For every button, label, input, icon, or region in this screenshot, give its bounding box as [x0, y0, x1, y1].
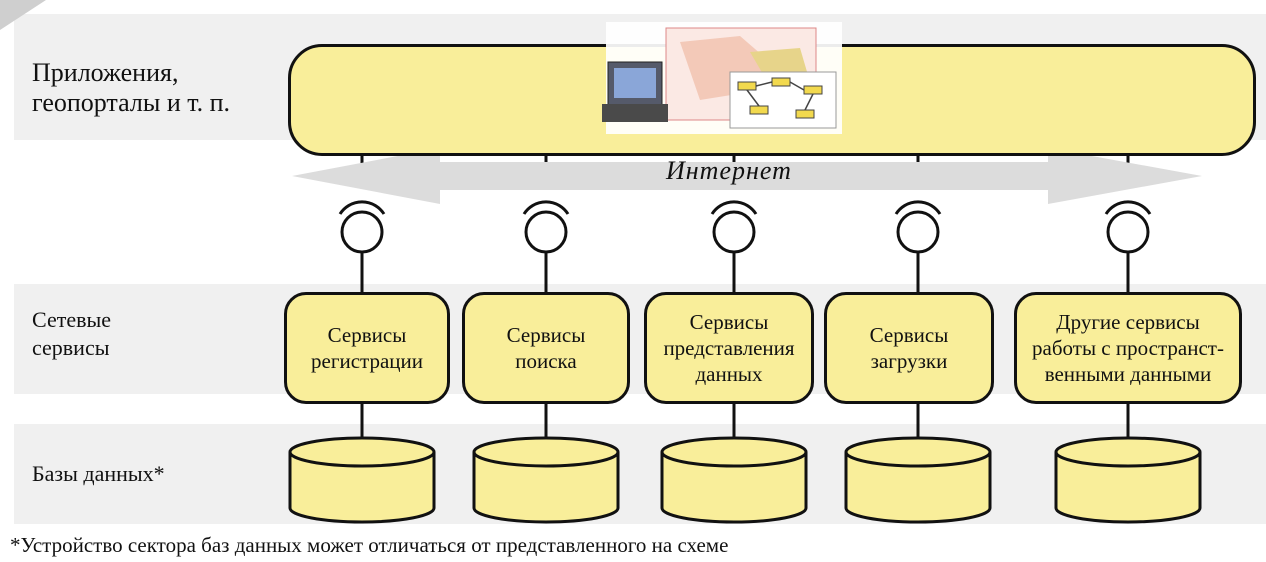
database-cylinder-top [288, 436, 436, 468]
database-cylinder-top [844, 436, 992, 468]
socket-ball [340, 210, 384, 254]
socket-arc [894, 200, 942, 215]
applications-label: Приложения, геопорталы и т. п. [32, 58, 231, 117]
database-cylinder-body [472, 452, 620, 524]
socket-arc [710, 200, 758, 215]
internet-arrow [292, 148, 1202, 204]
socket-arc [1104, 200, 1152, 215]
socket-ball [1106, 210, 1150, 254]
database-cylinder-top [660, 436, 808, 468]
database-cylinder-body [288, 452, 436, 524]
computer-and-maps-illustration [602, 22, 842, 134]
databases-label: Базы данных* [32, 461, 165, 486]
database-cylinder-top [1054, 436, 1202, 468]
corner-fold-icon [0, 0, 46, 30]
database-cylinder-body [844, 452, 992, 524]
database-cylinder-body [1054, 452, 1202, 524]
socket-arc [522, 200, 570, 215]
socket-ball [524, 210, 568, 254]
internet-label: Интернет [666, 156, 792, 185]
database-cylinder-body [660, 452, 808, 524]
footnote: *Устройство сектора баз данных может отл… [10, 533, 729, 557]
network-services-label: Сетевые сервисы [32, 307, 112, 360]
socket-arc [338, 200, 386, 215]
database-cylinders [288, 436, 1202, 524]
service-sockets [338, 200, 1152, 292]
socket-ball [712, 210, 756, 254]
database-cylinder-top [472, 436, 620, 468]
socket-ball [896, 210, 940, 254]
